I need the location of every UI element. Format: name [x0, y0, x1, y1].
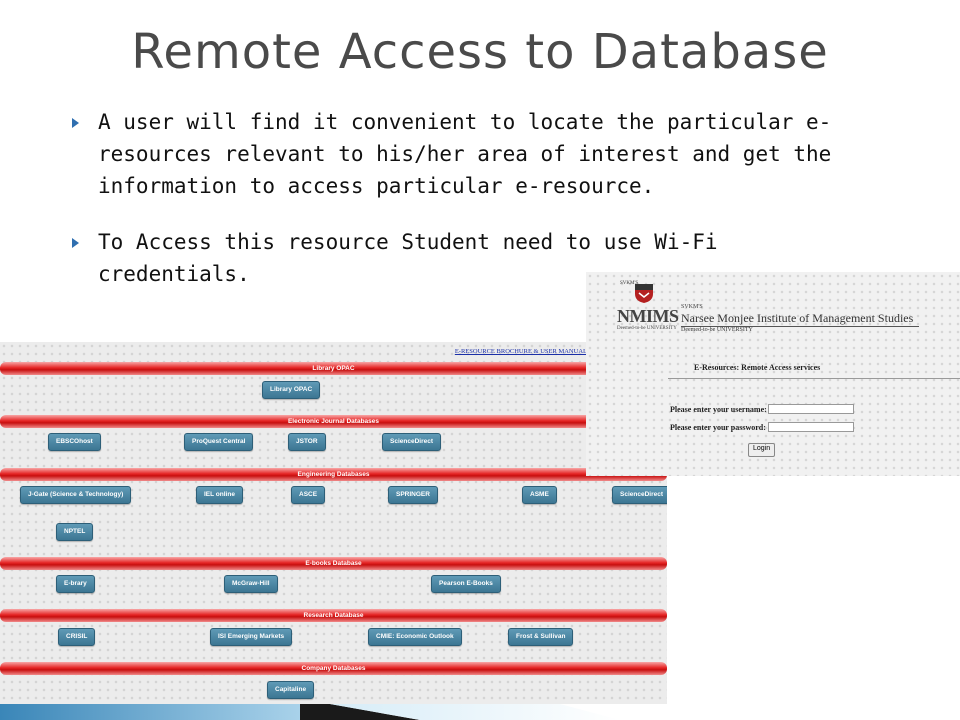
proquest-central-button[interactable]: ProQuest Central — [184, 433, 254, 451]
logo-tagline: Deemed-to-be UNIVERSITY — [617, 326, 677, 331]
section-bar-company: Company Databases — [0, 662, 667, 675]
bullet-text: To Access this resource Student need to … — [98, 230, 718, 286]
library-opac-button[interactable]: Library OPAC — [262, 381, 321, 399]
bullet-text: A user will find it convenient to locate… — [98, 110, 832, 198]
mcgraw-hill-button[interactable]: McGraw-Hill — [224, 575, 278, 593]
section-title: Electronic Journal Databases — [287, 418, 380, 425]
section-bar-ebooks: E-books Database — [0, 557, 667, 570]
cmie-economic-outlook-button[interactable]: CMIE: Economic Outlook — [368, 628, 462, 646]
password-label: Please enter your password: — [670, 423, 766, 432]
bullet-item: A user will find it convenient to locate… — [72, 106, 852, 202]
org-subtitle: Deemed-to-be UNIVERSITY — [681, 327, 753, 333]
springer-button[interactable]: SPRINGER — [388, 486, 438, 504]
capitaline-button[interactable]: Capitaline — [267, 681, 315, 699]
crisil-button[interactable]: CRISIL — [58, 628, 96, 646]
ebrary-button[interactable]: E-brary — [56, 575, 95, 593]
bullet-item: To Access this resource Student need to … — [72, 226, 852, 290]
login-button[interactable]: Login — [748, 443, 776, 457]
asme-button[interactable]: ASME — [522, 486, 557, 504]
section-title: E-books Database — [305, 560, 362, 567]
ebscohost-button[interactable]: EBSCOhost — [48, 433, 101, 451]
section-title: Engineering Databases — [297, 471, 370, 478]
jgate-button[interactable]: J-Gate (Science & Technology) — [20, 486, 132, 504]
brochure-link[interactable]: E-RESOURCE BROCHURE & USER MANUAL — [454, 348, 587, 355]
eresources-heading: E-Resources: Remote Access services — [694, 363, 821, 372]
database-portal-screenshot: E-RESOURCE BROCHURE & USER MANUAL Librar… — [0, 342, 667, 704]
section-title: Research Database — [303, 612, 364, 619]
asce-button[interactable]: ASCE — [291, 486, 326, 504]
password-input[interactable] — [768, 422, 854, 432]
slide-title: Remote Access to Database — [131, 24, 829, 80]
sciencedirect-engineering-button[interactable]: ScienceDirect — [612, 486, 667, 504]
bottom-decoration — [0, 704, 620, 720]
nmims-logo-text: NMIMS — [617, 306, 679, 326]
pearson-ebooks-button[interactable]: Pearson E-Books — [431, 575, 501, 593]
nmims-shield-icon — [635, 284, 653, 303]
frost-sullivan-button[interactable]: Frost & Sullivan — [508, 628, 574, 646]
login-window-screenshot: SVKM'S NMIMS Deemed-to-be UNIVERSITY SVK… — [586, 272, 960, 476]
section-title: Library OPAC — [312, 365, 355, 372]
org-prefix: SVKM'S — [681, 304, 703, 310]
arrow-bullet-icon — [72, 238, 79, 248]
sciencedirect-button[interactable]: ScienceDirect — [382, 433, 441, 451]
arrow-bullet-icon — [72, 118, 79, 128]
section-bar-research: Research Database — [0, 609, 667, 622]
isi-emerging-markets-button[interactable]: ISI Emerging Markets — [210, 628, 293, 646]
username-label: Please enter your username: — [670, 405, 767, 414]
nptel-button[interactable]: NPTEL — [56, 523, 94, 541]
org-name: Narsee Monjee Institute of Management St… — [681, 311, 920, 327]
portal-topbar: E-RESOURCE BROCHURE & USER MANUAL — [0, 342, 667, 358]
bullet-list: A user will find it convenient to locate… — [72, 106, 852, 314]
section-title: Company Databases — [301, 665, 366, 672]
section-bar-electronic-journals: Electronic Journal Databases — [0, 415, 667, 428]
heading-divider — [668, 378, 960, 379]
section-bar-library-opac: Library OPAC — [0, 362, 667, 375]
logo-small-text: SVKM'S — [620, 281, 639, 286]
section-bar-engineering: Engineering Databases — [0, 468, 667, 481]
jstor-button[interactable]: JSTOR — [288, 433, 326, 451]
username-input[interactable] — [768, 404, 854, 414]
iel-online-button[interactable]: IEL online — [196, 486, 243, 504]
